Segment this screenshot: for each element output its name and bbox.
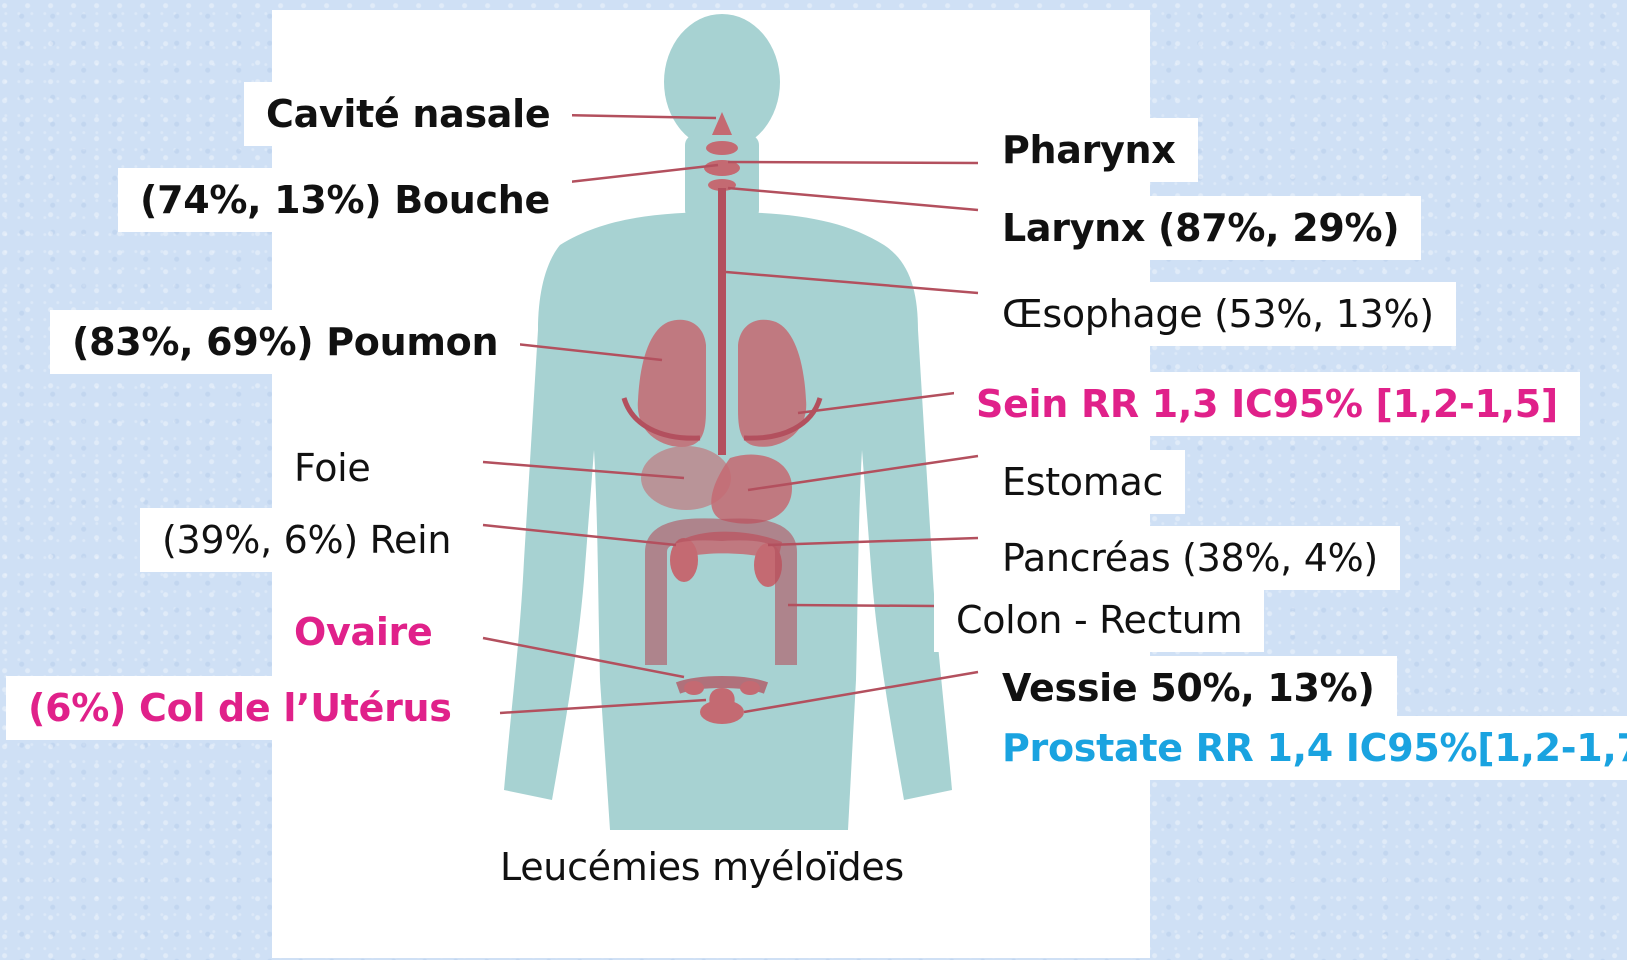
diagram-caption: Leucémies myéloïdes (500, 845, 904, 889)
label-col-uterus: (6%) Col de l’Utérus (6, 676, 474, 740)
label-rein: (39%, 6%) Rein (140, 508, 473, 572)
label-bouche: (74%, 13%) Bouche (118, 168, 572, 232)
label-estomac: Estomac (980, 450, 1185, 514)
label-prostate: Prostate RR 1,4 IC95%[1,2-1,7] (980, 716, 1627, 780)
bladder-shape (700, 700, 744, 724)
pharynx-shape (706, 141, 738, 155)
label-cavite-nasale: Cavité nasale (244, 82, 572, 146)
label-colon-rectum: Colon - Rectum (934, 588, 1264, 652)
label-ovaire: Ovaire (272, 600, 454, 664)
ovary-left (684, 681, 704, 695)
label-larynx: Larynx (87%, 29%) (980, 196, 1421, 260)
label-poumon: (83%, 69%) Poumon (50, 310, 520, 374)
label-sein: Sein RR 1,3 IC95% [1,2-1,5] (954, 372, 1580, 436)
label-oesophage: Œsophage (53%, 13%) (980, 282, 1456, 346)
ovary-right (740, 681, 760, 695)
label-vessie: Vessie 50%, 13%) (980, 656, 1397, 720)
label-foie: Foie (272, 436, 393, 500)
label-pancreas: Pancréas (38%, 4%) (980, 526, 1400, 590)
label-pharynx: Pharynx (980, 118, 1198, 182)
